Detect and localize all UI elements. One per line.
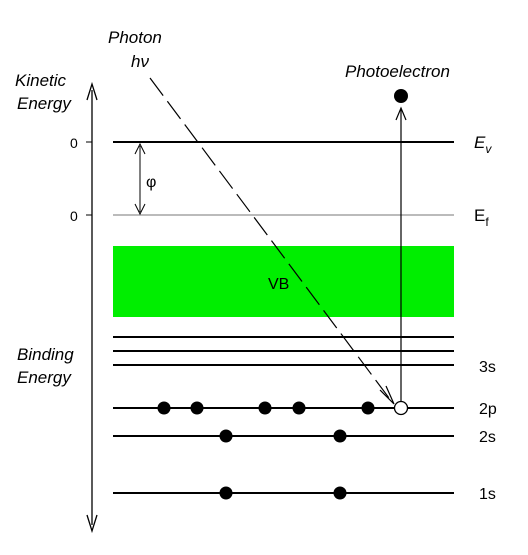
fermi-level-letter: E [474, 206, 485, 225]
binding-energy-label-line1: Binding [17, 345, 74, 364]
vacuum-level-letter: E [474, 133, 486, 152]
electron-2p-4 [292, 401, 306, 415]
vacuum-level-subscript: v [485, 142, 492, 156]
level-label-2s: 2s [479, 429, 496, 446]
level-label-2p: 2p [479, 401, 497, 418]
energy-axis [86, 81, 98, 534]
photon-symbol: hν [131, 52, 149, 71]
electron-1s-2 [333, 486, 347, 500]
photon-title: Photon [108, 28, 162, 47]
electron-1s-1 [219, 486, 233, 500]
electron-2s-1 [219, 429, 233, 443]
electron-2s-2 [333, 429, 347, 443]
electron-2p-2 [190, 401, 204, 415]
vacancy-2p [393, 400, 409, 416]
electron-2p-3 [258, 401, 272, 415]
photoelectron-dot [394, 89, 408, 103]
photoelectron-label: Photoelectron [345, 62, 450, 81]
level-label-3s: 3s [479, 359, 496, 376]
kinetic-energy-label-line2: Energy [17, 94, 72, 113]
kinetic-energy-label-line1: Kinetic [15, 71, 67, 90]
fermi-level-subscript: f [485, 215, 489, 229]
fermi-level-label: Ef [474, 206, 489, 229]
binding-energy-label-line2: Energy [17, 368, 72, 387]
valence-band [113, 246, 454, 317]
work-function-arrow [134, 142, 146, 216]
vacuum-level-label: Ev [474, 133, 492, 156]
level-label-1s: 1s [479, 486, 496, 503]
electron-2p-1 [157, 401, 171, 415]
photoelectron-emission-arrow [395, 106, 407, 402]
work-function-symbol: φ [146, 174, 156, 191]
zero-label-fermi: 0 [70, 208, 78, 224]
zero-label-vacuum: 0 [70, 135, 78, 151]
electron-2p-5 [361, 401, 375, 415]
valence-band-label: VB [268, 276, 289, 293]
photon-path [149, 77, 395, 405]
